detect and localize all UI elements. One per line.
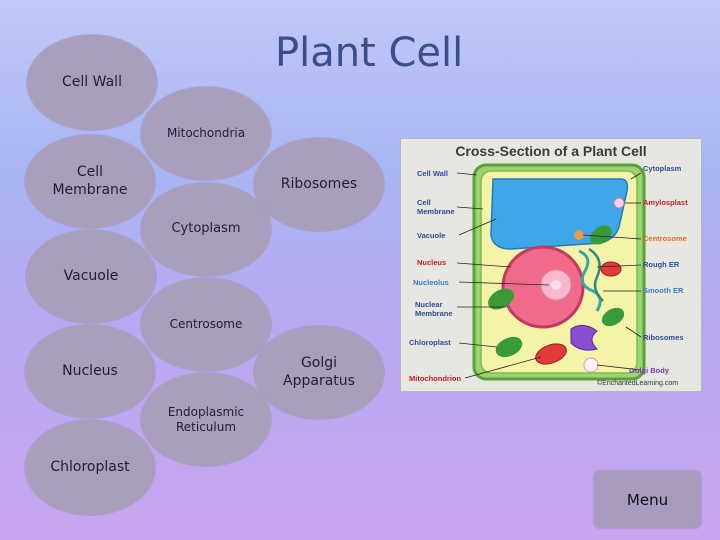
nucleolus-core bbox=[551, 280, 561, 290]
figure-label-cell-wall: Cell Wall bbox=[417, 169, 448, 178]
endoplasmic-reticulum-button[interactable]: Endoplasmic Reticulum bbox=[141, 373, 271, 466]
er-label-line1: Endoplasmic bbox=[167, 404, 245, 419]
plant-cell-diagram: Cross-Section of a Plant Cell bbox=[409, 143, 688, 387]
vacuole-button[interactable]: Vacuole bbox=[26, 230, 156, 323]
cytoplasm-label: Cytoplasm bbox=[171, 221, 241, 237]
figure-label-cytoplasm: Cytoplasm bbox=[643, 164, 682, 173]
centrosome-label: Centrosome bbox=[169, 317, 243, 331]
cell-membrane-label-line1: Cell bbox=[76, 164, 104, 180]
cell-wall-label: Cell Wall bbox=[62, 73, 122, 90]
mitochondria-button[interactable]: Mitochondria bbox=[141, 87, 271, 180]
chloroplast-shape bbox=[601, 307, 625, 327]
chloroplast-button[interactable]: Chloroplast bbox=[25, 420, 155, 515]
ribosomes-label: Ribosomes bbox=[280, 175, 358, 192]
leader-lines bbox=[456, 172, 642, 379]
nucleus-label: Nucleus bbox=[62, 362, 118, 379]
vacuole-label: Vacuole bbox=[63, 267, 119, 284]
vesicle-shape bbox=[583, 357, 599, 373]
figure-label-nucleolus: Nucleolus bbox=[413, 278, 449, 287]
figure-label-nucleus: Nucleus bbox=[417, 258, 446, 267]
golgi-label-line1: Golgi bbox=[300, 355, 338, 371]
amyloplast-shape bbox=[613, 197, 625, 209]
figure-label-chloroplast: Chloroplast bbox=[409, 338, 451, 347]
cell-membrane-label-line2: Membrane bbox=[52, 181, 128, 198]
centrosome-shape bbox=[574, 230, 584, 240]
figure-label-ribosomes: Ribosomes bbox=[643, 333, 683, 342]
golgi-shape bbox=[570, 325, 598, 351]
golgi-apparatus-button[interactable]: Golgi Apparatus bbox=[254, 326, 384, 419]
figure-label-smooth-er: Smooth ER bbox=[643, 286, 684, 295]
mitochondrion-shape bbox=[535, 343, 567, 365]
figure-label-cell-membrane-1: Cell bbox=[417, 198, 431, 207]
figure-credit: ©EnchantedLearning.com bbox=[597, 379, 678, 387]
cell-membrane-button[interactable]: Cell Membrane bbox=[25, 135, 155, 228]
nucleus-button[interactable]: Nucleus bbox=[25, 325, 155, 418]
figure-label-golgi-body: Golgi Body bbox=[629, 366, 670, 375]
figure-label-rough-er: Rough ER bbox=[643, 260, 680, 269]
chloroplast-shape bbox=[590, 225, 612, 245]
smooth-er-shape bbox=[588, 247, 604, 302]
chloroplast-shape bbox=[488, 288, 514, 310]
mitochondria-label: Mitochondria bbox=[166, 126, 246, 140]
chloroplast-shape bbox=[495, 336, 523, 358]
cytoplasm-button[interactable]: Cytoplasm bbox=[141, 183, 271, 276]
figure-heading: Cross-Section of a Plant Cell bbox=[455, 143, 646, 159]
figure-label-nuclear-membrane-2: Membrane bbox=[415, 309, 453, 318]
cell-wall-button[interactable]: Cell Wall bbox=[27, 35, 157, 130]
er-label-line2: Reticulum bbox=[175, 419, 237, 434]
figure-label-centrosome: Centrosome bbox=[643, 234, 687, 243]
menu-button[interactable]: Menu bbox=[594, 471, 701, 528]
figure-label-vacuole: Vacuole bbox=[417, 231, 445, 240]
figure-label-mitochondrion: Mitochondrion bbox=[409, 374, 461, 383]
figure-label-nuclear-membrane-1: Nuclear bbox=[415, 300, 443, 309]
figure-label-cell-membrane-2: Membrane bbox=[417, 207, 455, 216]
golgi-label-line2: Apparatus bbox=[283, 372, 355, 389]
figure-label-amyloplast: Amylosplast bbox=[643, 198, 688, 207]
menu-label: Menu bbox=[626, 490, 669, 509]
plant-cell-figure: Cross-Section of a Plant Cell bbox=[400, 138, 702, 392]
ribosomes-button[interactable]: Ribosomes bbox=[254, 138, 384, 231]
centrosome-button[interactable]: Centrosome bbox=[141, 278, 271, 371]
mitochondrion-shape bbox=[600, 261, 622, 277]
page-title: Plant Cell bbox=[275, 30, 464, 76]
chloroplast-label: Chloroplast bbox=[50, 458, 130, 475]
